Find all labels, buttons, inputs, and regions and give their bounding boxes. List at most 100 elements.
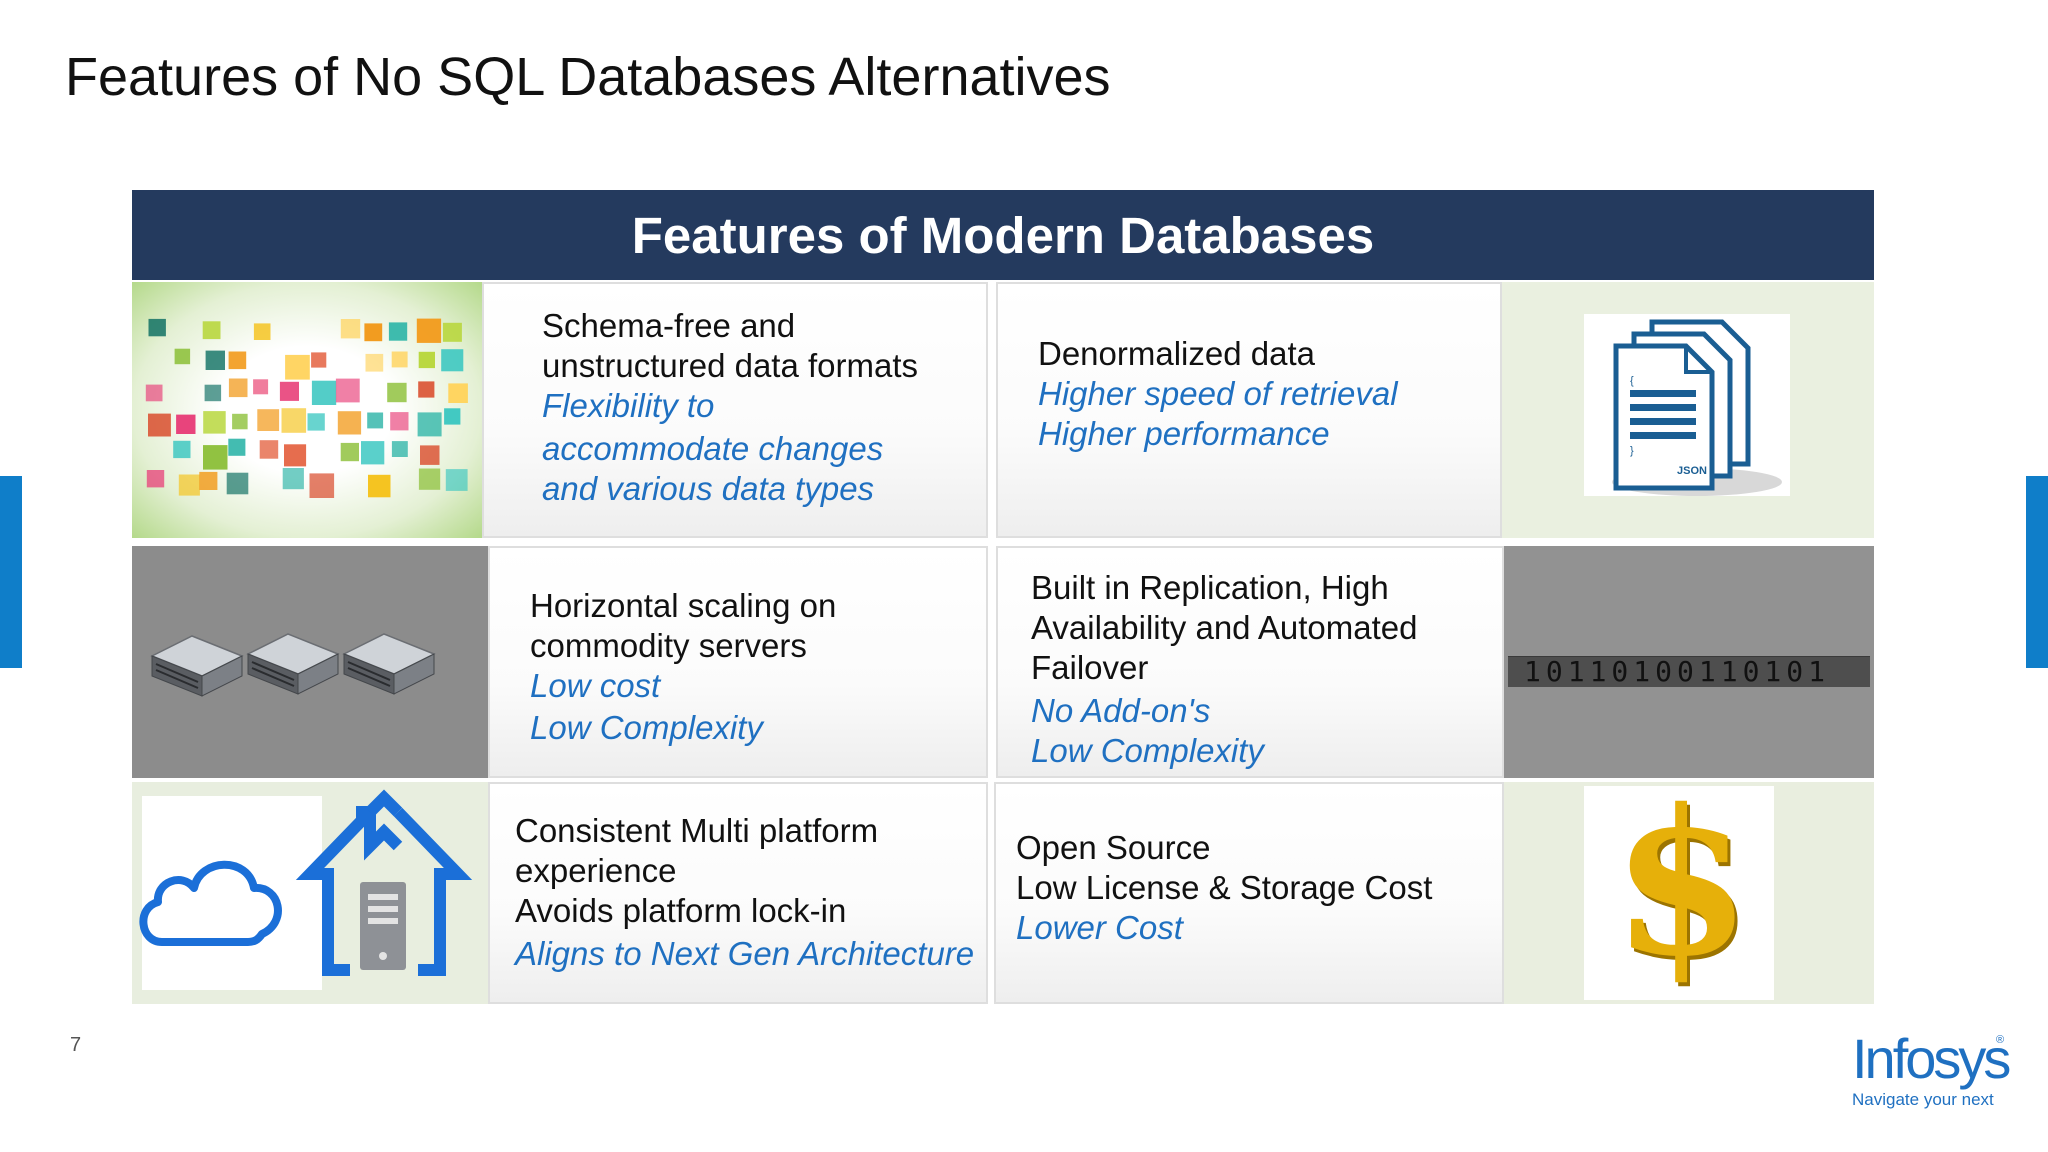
mosaic-tile: [391, 441, 408, 457]
cloud-icon: [139, 860, 282, 946]
mosaic-tile: [203, 445, 228, 470]
feature-text: commodity servers: [530, 627, 807, 664]
mosaic-tile: [388, 322, 408, 341]
feature-text: Horizontal scaling on: [530, 587, 837, 624]
feature-text: Schema-free and: [542, 307, 796, 344]
right-accent-bar: [2026, 476, 2048, 668]
mosaic-tile: [257, 409, 280, 431]
mosaic-tile: [281, 408, 307, 433]
feature-text: Avoids platform lock-in: [515, 892, 847, 929]
binary-digits: 10110100110101: [1524, 655, 1831, 688]
table-header: Features of Modern Databases: [132, 190, 1874, 280]
mosaic-tile: [364, 323, 383, 342]
mosaic-tile: [335, 378, 360, 403]
mosaic-tile: [442, 322, 462, 342]
feature-text: Denormalized data: [1038, 335, 1315, 372]
server-tower-icon: [360, 882, 406, 970]
mosaic-tile: [285, 354, 310, 380]
feature-text: Built in Replication, High: [1031, 569, 1389, 606]
svg-text:}: }: [1630, 445, 1634, 457]
mosaic-tile: [311, 380, 337, 405]
mosaic-tile: [337, 411, 362, 435]
dollar-sign-icon: $: [1612, 782, 1752, 1001]
feature-cell-multi-platform: Consistent Multi platform experience Avo…: [488, 782, 988, 1004]
cloud-home-image: [132, 782, 488, 1004]
feature-benefit: Low Complexity: [1031, 732, 1264, 769]
feature-text: unstructured data formats: [542, 347, 919, 384]
mosaic-tile: [205, 350, 225, 370]
feature-benefit: Aligns to Next Gen Architecture: [515, 935, 975, 972]
mosaic-tile: [176, 414, 196, 434]
page-number: 7: [70, 1034, 82, 1056]
mosaic-tile: [340, 442, 359, 462]
feature-benefit: Low cost: [530, 667, 661, 704]
feature-cell-open-source: Open Source Low License & Storage Cost L…: [994, 782, 1504, 1004]
feature-cell-schema-free: Schema-free and unstructured data format…: [482, 282, 988, 538]
feature-text: Low License & Storage Cost: [1016, 869, 1433, 906]
mosaic-tile: [418, 351, 435, 369]
colorful-tiles-image: [132, 282, 482, 538]
mosaic-tile: [204, 384, 222, 402]
dollar-image: $: [1504, 782, 1874, 1004]
mosaic-tile: [311, 352, 327, 368]
mosaic-tile: [148, 413, 171, 437]
mosaic-tile: [284, 444, 307, 467]
registered-mark: ®: [1996, 1034, 2005, 1046]
binary-strip: 10110100110101: [1508, 655, 1870, 688]
mosaic-tile: [228, 351, 247, 370]
feature-benefit: Higher speed of retrieval: [1038, 375, 1398, 412]
feature-cell-denormalized: Denormalized data Higher speed of retrie…: [996, 282, 1502, 538]
mosaic-tile: [253, 379, 269, 395]
mosaic-tile: [441, 349, 464, 372]
mosaic-tile: [340, 319, 361, 339]
mosaic-tile: [361, 441, 385, 465]
feature-benefit: Flexibility to: [542, 387, 715, 424]
mosaic-tile: [259, 440, 279, 459]
left-accent-bar: [0, 476, 22, 668]
mosaic-tile: [178, 474, 200, 496]
mosaic-tile: [368, 474, 391, 498]
mosaic-tile: [309, 473, 335, 498]
mosaic-tile: [417, 412, 442, 437]
mosaic-tile: [146, 470, 165, 488]
mosaic-tile: [445, 469, 468, 491]
mosaic-tile: [173, 440, 191, 459]
mosaic-tile: [390, 412, 409, 431]
logo-tagline: Navigate your next: [1852, 1090, 1994, 1109]
server-rack-icons: [150, 633, 435, 697]
mosaic-tile: [145, 384, 163, 402]
feature-text: experience: [515, 852, 677, 889]
json-label: JSON: [1677, 465, 1707, 477]
feature-cell-replication: Built in Replication, High Availability …: [996, 546, 1504, 778]
mosaic-tile: [148, 318, 166, 337]
mosaic-tile: [448, 383, 468, 403]
slide-title: Features of No SQL Databases Alternative…: [65, 47, 1111, 107]
mosaic-tile: [226, 472, 249, 495]
mosaic-tile: [391, 351, 408, 368]
dollar-backdrop: [1584, 786, 1774, 1000]
feature-benefit: Lower Cost: [1016, 909, 1183, 946]
feature-benefit: Low Complexity: [530, 709, 763, 746]
mosaic-tile: [307, 413, 325, 431]
mosaic-tile: [232, 413, 248, 430]
mosaic-tile: [174, 348, 191, 365]
json-documents-icon: { } JSON: [1584, 314, 1790, 496]
feature-benefit: Higher performance: [1038, 415, 1330, 452]
mosaic-tile: [387, 382, 407, 403]
feature-text: Availability and Automated: [1031, 609, 1418, 646]
feature-cell-horizontal-scaling: Horizontal scaling on commodity servers …: [488, 546, 988, 778]
mosaic-tile: [253, 323, 271, 340]
feature-text: Open Source: [1016, 829, 1211, 866]
mosaic-tile: [228, 438, 246, 456]
cloud-and-home-server-icons: [139, 789, 473, 990]
mosaic-tile: [203, 411, 226, 434]
mosaic-tile: [367, 412, 384, 429]
servers-image: [132, 546, 488, 778]
mosaic-tile: [418, 468, 441, 490]
json-documents-image: { } JSON: [1502, 282, 1874, 538]
mosaic-tile: [279, 381, 299, 401]
feature-benefit: accommodate changes: [542, 430, 884, 467]
mosaic-tile: [282, 468, 304, 490]
infosys-logo: Infosys ® Navigate your next: [1852, 1030, 2011, 1110]
mosaic-tile: [199, 471, 218, 490]
